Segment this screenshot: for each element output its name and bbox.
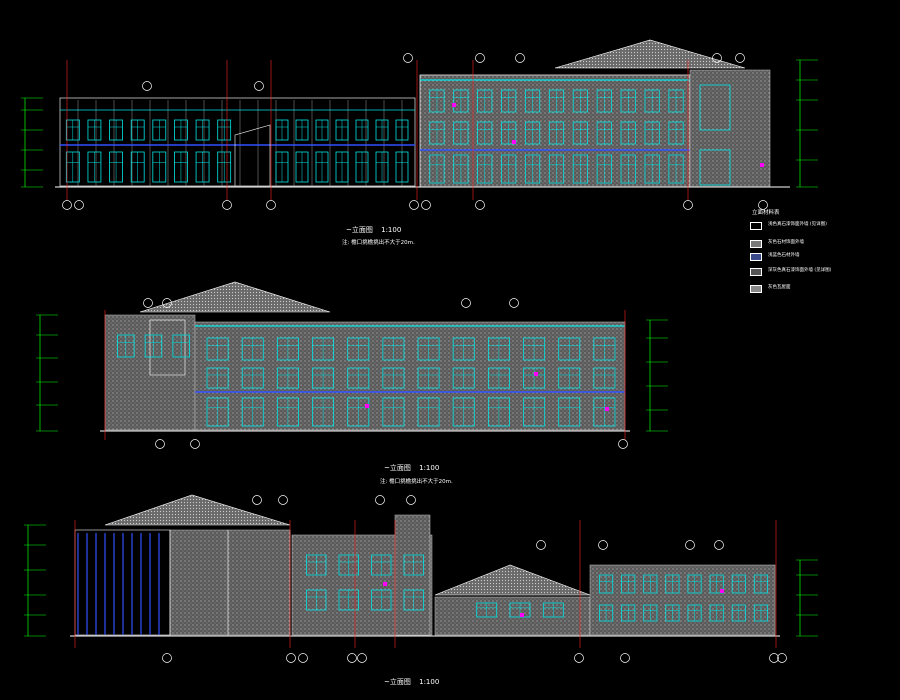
elevation-1-title-text: ~立面图	[346, 226, 373, 234]
elevation-1-title: ~立面图 1:100	[346, 225, 401, 235]
right-wing-wall	[589, 564, 776, 636]
callout-bubble	[142, 81, 152, 91]
elevation-2-title-text: ~立面图	[384, 464, 411, 472]
tower-window	[699, 84, 731, 131]
axis-bubble	[475, 200, 485, 210]
axis-bubble	[266, 200, 276, 210]
callout-bubble	[509, 298, 519, 308]
callout-bubble	[735, 53, 745, 63]
elevation-2-note: 注: 檐口挑檐挑出不大于20m.	[380, 479, 453, 485]
callout-bubble	[403, 53, 413, 63]
section-marker	[605, 407, 609, 411]
elevation-1-drawing	[21, 39, 818, 210]
legend-swatch-light-stucco	[750, 222, 762, 230]
elevation-3-title: ~立面图 1:100	[384, 677, 439, 687]
legend-item-label: 灰色瓦屋面	[768, 285, 791, 290]
axis-bubble	[74, 200, 84, 210]
passage-outline	[234, 124, 271, 186]
axis-bubble	[155, 439, 165, 449]
callout-bubble	[712, 53, 722, 63]
legend-item: 灰色瓦屋面	[750, 285, 791, 293]
axis-bubble	[620, 653, 630, 663]
callout-bubble	[162, 298, 172, 308]
axis-bubble	[409, 200, 419, 210]
main-block-wall	[194, 321, 626, 431]
axis-bubble	[574, 653, 584, 663]
elevation-1-scale: 1:100	[381, 226, 402, 234]
legend-item-label: 灰色石材饰面外墙	[768, 240, 804, 245]
axis-bubble	[298, 653, 308, 663]
callout-bubble	[278, 495, 288, 505]
callout-bubble	[475, 53, 485, 63]
callout-bubble	[598, 540, 608, 550]
section-marker	[520, 613, 524, 617]
callout-bubble	[536, 540, 546, 550]
callout-bubble	[375, 495, 385, 505]
axis-bubble	[421, 200, 431, 210]
legend-swatch-gray-stone	[750, 240, 762, 248]
legend-item-label: 深灰色真石漆饰面外墙 (见详图)	[768, 268, 832, 273]
legend-item: 灰色石材饰面外墙	[750, 240, 804, 248]
hip-roof	[434, 564, 591, 596]
legend-item-label: 浅色真石漆饰面外墙 (见详图)	[768, 222, 827, 227]
axis-bubble	[222, 200, 232, 210]
elevation-3-scale: 1:100	[419, 678, 440, 686]
section-marker	[365, 404, 369, 408]
callout-bubble	[685, 540, 695, 550]
hip-roof	[139, 281, 331, 313]
section-marker	[383, 582, 387, 586]
hip-roof	[104, 494, 291, 526]
section-marker	[760, 163, 764, 167]
section-marker	[512, 140, 516, 144]
central-wall	[169, 529, 291, 636]
axis-bubble	[769, 653, 779, 663]
section-marker	[452, 103, 456, 107]
callout-bubble	[461, 298, 471, 308]
tower-bay	[149, 319, 186, 376]
axis-bubble	[357, 653, 367, 663]
legend-swatch-gray-roof	[750, 285, 762, 293]
callout-bubble	[254, 81, 264, 91]
section-marker	[720, 589, 724, 593]
callout-bubble	[515, 53, 525, 63]
axis-bubble	[162, 653, 172, 663]
section-marker	[534, 372, 538, 376]
legend-swatch-blue-stone	[750, 253, 762, 261]
callout-bubble	[406, 495, 416, 505]
elevation-2-title: ~立面图 1:100	[384, 463, 439, 473]
callout-bubble	[252, 495, 262, 505]
elevation-2-drawing	[36, 281, 668, 449]
axis-bubble	[347, 653, 357, 663]
axis-bubble	[777, 653, 787, 663]
hip-roof	[554, 39, 746, 69]
legend-item: 深灰色真石漆饰面外墙 (见详图)	[750, 268, 831, 276]
axis-bubble	[286, 653, 296, 663]
axis-bubble	[758, 200, 768, 210]
legend-item-label: 浅蓝色石材外墙	[768, 253, 800, 258]
right-block-wall	[419, 74, 691, 188]
axis-bubble	[618, 439, 628, 449]
elevation-3-drawing	[24, 494, 818, 663]
elevation-1-note: 注: 檐口挑檐挑出不大于20m.	[342, 240, 415, 246]
axis-bubble	[62, 200, 72, 210]
callout-bubble	[143, 298, 153, 308]
elevation-3-title-text: ~立面图	[384, 678, 411, 686]
legend-swatch-dark-stucco	[750, 268, 762, 276]
legend-item: 浅色真石漆饰面外墙 (见详图)	[750, 222, 827, 230]
legend-item: 浅蓝色石材外墙	[750, 253, 800, 261]
callout-bubble	[714, 540, 724, 550]
legend-title: 立面材料表	[752, 210, 780, 216]
axis-bubble	[683, 200, 693, 210]
axis-bubble	[190, 439, 200, 449]
tower-window	[699, 149, 731, 186]
elevation-2-scale: 1:100	[419, 464, 440, 472]
